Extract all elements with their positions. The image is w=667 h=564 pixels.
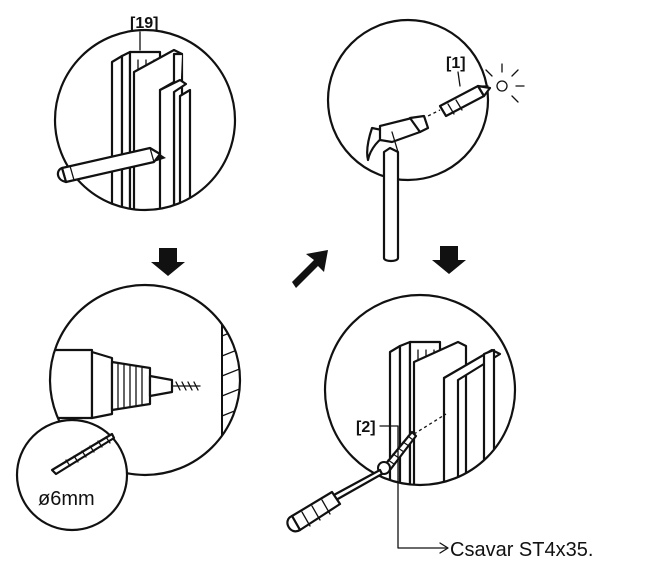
screw-icon (377, 430, 418, 475)
label-drill-size: ø6mm (38, 488, 95, 510)
arrow-diagonal-up (292, 250, 328, 288)
label-part-19: [19] (130, 15, 158, 32)
target-mark-icon (479, 63, 525, 103)
arrow-down-left (151, 248, 185, 276)
hammer-icon (366, 114, 430, 263)
dowel-icon (438, 84, 492, 118)
wall (221, 285, 240, 475)
panel-hammer-dowel: [1] (326, 18, 525, 263)
label-part-2: [2] (356, 419, 376, 436)
label-part-1: [1] (446, 55, 466, 72)
label-screw-note: Csavar ST4x35. (450, 539, 593, 561)
pencil-icon (56, 146, 166, 184)
profile-rail-back (110, 54, 124, 210)
detail-circle-4 (323, 293, 517, 487)
panel-drill-wall: ø6mm (15, 283, 242, 532)
profile-rail-mid (120, 50, 132, 210)
panel-screw-profile: [2] Csavar ST4x35. (286, 293, 593, 561)
panel-mark-profile: [19] (53, 15, 237, 212)
detail-circle-1 (53, 28, 237, 212)
arrow-down-right (432, 246, 466, 274)
screwdriver-icon (286, 468, 384, 533)
drill-bit-icon (50, 432, 116, 476)
detail-circle-3 (48, 283, 242, 477)
drill-bit-inset: ø6mm (15, 418, 129, 532)
profile-inner-wall (158, 80, 176, 210)
